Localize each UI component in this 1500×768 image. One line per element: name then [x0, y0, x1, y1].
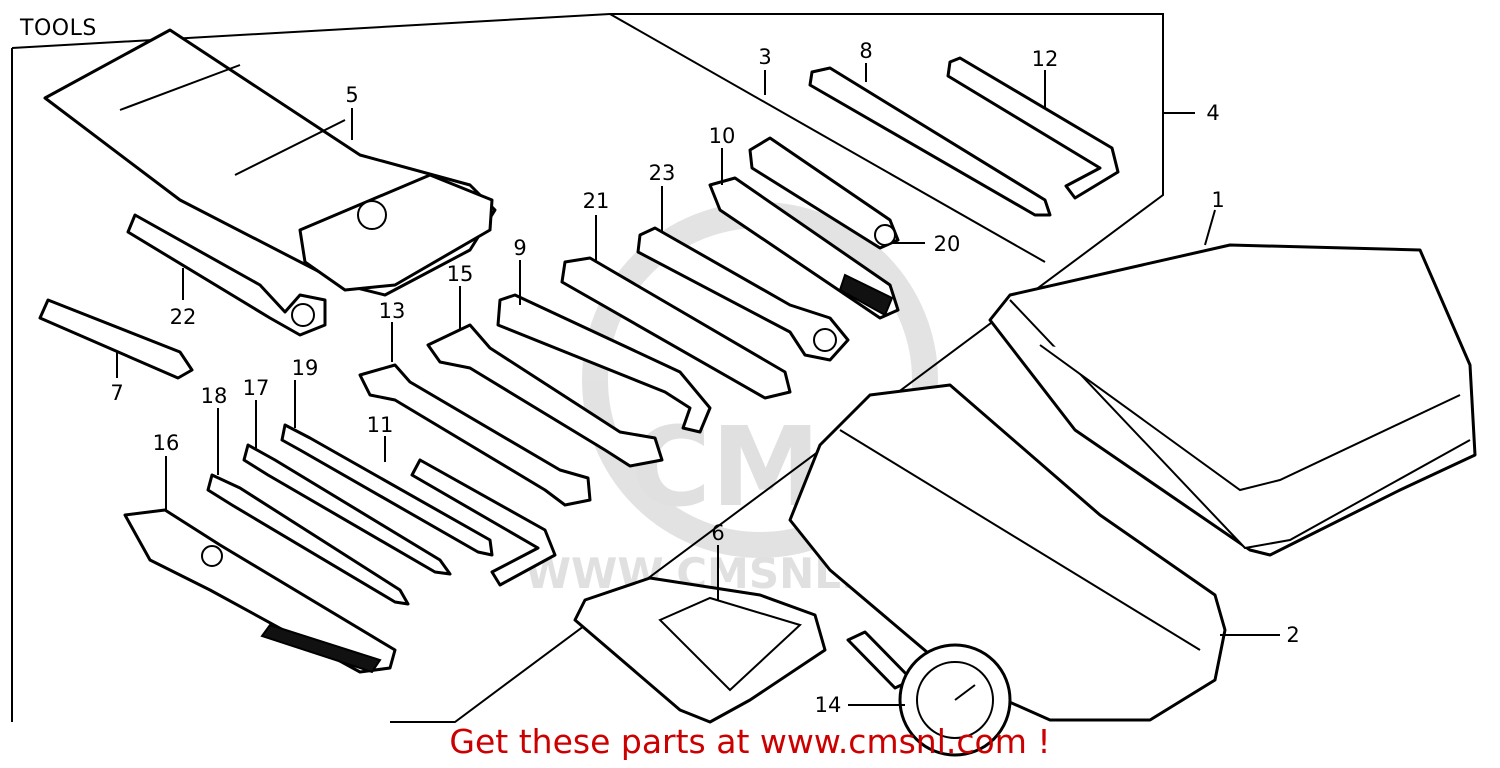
open-end-wrench-13 [358, 363, 592, 507]
callout-15: 15 [447, 262, 474, 286]
callout-3: 3 [758, 45, 771, 69]
box-wrench-22 [126, 213, 327, 337]
pin-spanner-9 [496, 293, 712, 434]
screwdriver-8 [808, 66, 1052, 217]
screwdriver-18 [206, 473, 410, 606]
handle-20 [748, 136, 900, 250]
callout-10: 10 [709, 124, 736, 148]
outline-right-edge [11, 13, 1164, 723]
callout-17: 17 [243, 376, 270, 400]
pouch-6 [573, 576, 827, 724]
screwdriver-handle-19 [280, 423, 494, 557]
tool-tray-1 [988, 243, 1477, 557]
pliers-16 [123, 508, 397, 674]
get-parts-link-banner[interactable]: Get these parts at www.cmsnl.com ! [449, 722, 1051, 761]
spark-plug-wrench-10 [708, 176, 900, 320]
ring-wrench-23 [636, 226, 850, 362]
callout-7: 7 [110, 381, 123, 405]
tire-pressure-gauge-14 [846, 630, 1012, 757]
callout-22: 22 [170, 305, 197, 329]
callout-16: 16 [153, 431, 180, 455]
callout-6: 6 [711, 521, 724, 545]
screwdriver-17 [242, 443, 452, 576]
open-end-wrench-15 [426, 323, 664, 468]
callout-5: 5 [345, 83, 358, 107]
tool-roll-bag [43, 28, 497, 297]
kit-outline [11, 13, 1164, 723]
hex-key-12 [946, 56, 1120, 200]
callout-13: 13 [379, 299, 406, 323]
callout-9: 9 [513, 236, 526, 260]
extension-bar-21 [560, 256, 792, 400]
callout-21: 21 [583, 189, 610, 213]
callout-1: 1 [1211, 188, 1224, 212]
leader-1 [1204, 209, 1216, 246]
diagram-title: TOOLS [20, 16, 97, 41]
tool-box-cover-2 [788, 383, 1227, 722]
hex-key-11 [410, 458, 557, 587]
outline-inner-edge [609, 13, 1046, 263]
callout-20: 20 [934, 232, 961, 256]
callout-14: 14 [815, 693, 842, 717]
callout-11: 11 [367, 413, 394, 437]
callout-4: 4 [1206, 101, 1219, 125]
callout-18: 18 [201, 384, 228, 408]
callout-19: 19 [292, 356, 319, 380]
callout-labels: 1 2 3 4 5 6 7 8 9 10 11 12 13 14 15 16 1… [110, 39, 1299, 717]
callout-12: 12 [1032, 47, 1059, 71]
feeler-gauge-7 [38, 298, 194, 380]
callout-8: 8 [859, 39, 872, 63]
leader-lines [116, 63, 1280, 706]
callout-23: 23 [649, 161, 676, 185]
callout-2: 2 [1286, 623, 1299, 647]
